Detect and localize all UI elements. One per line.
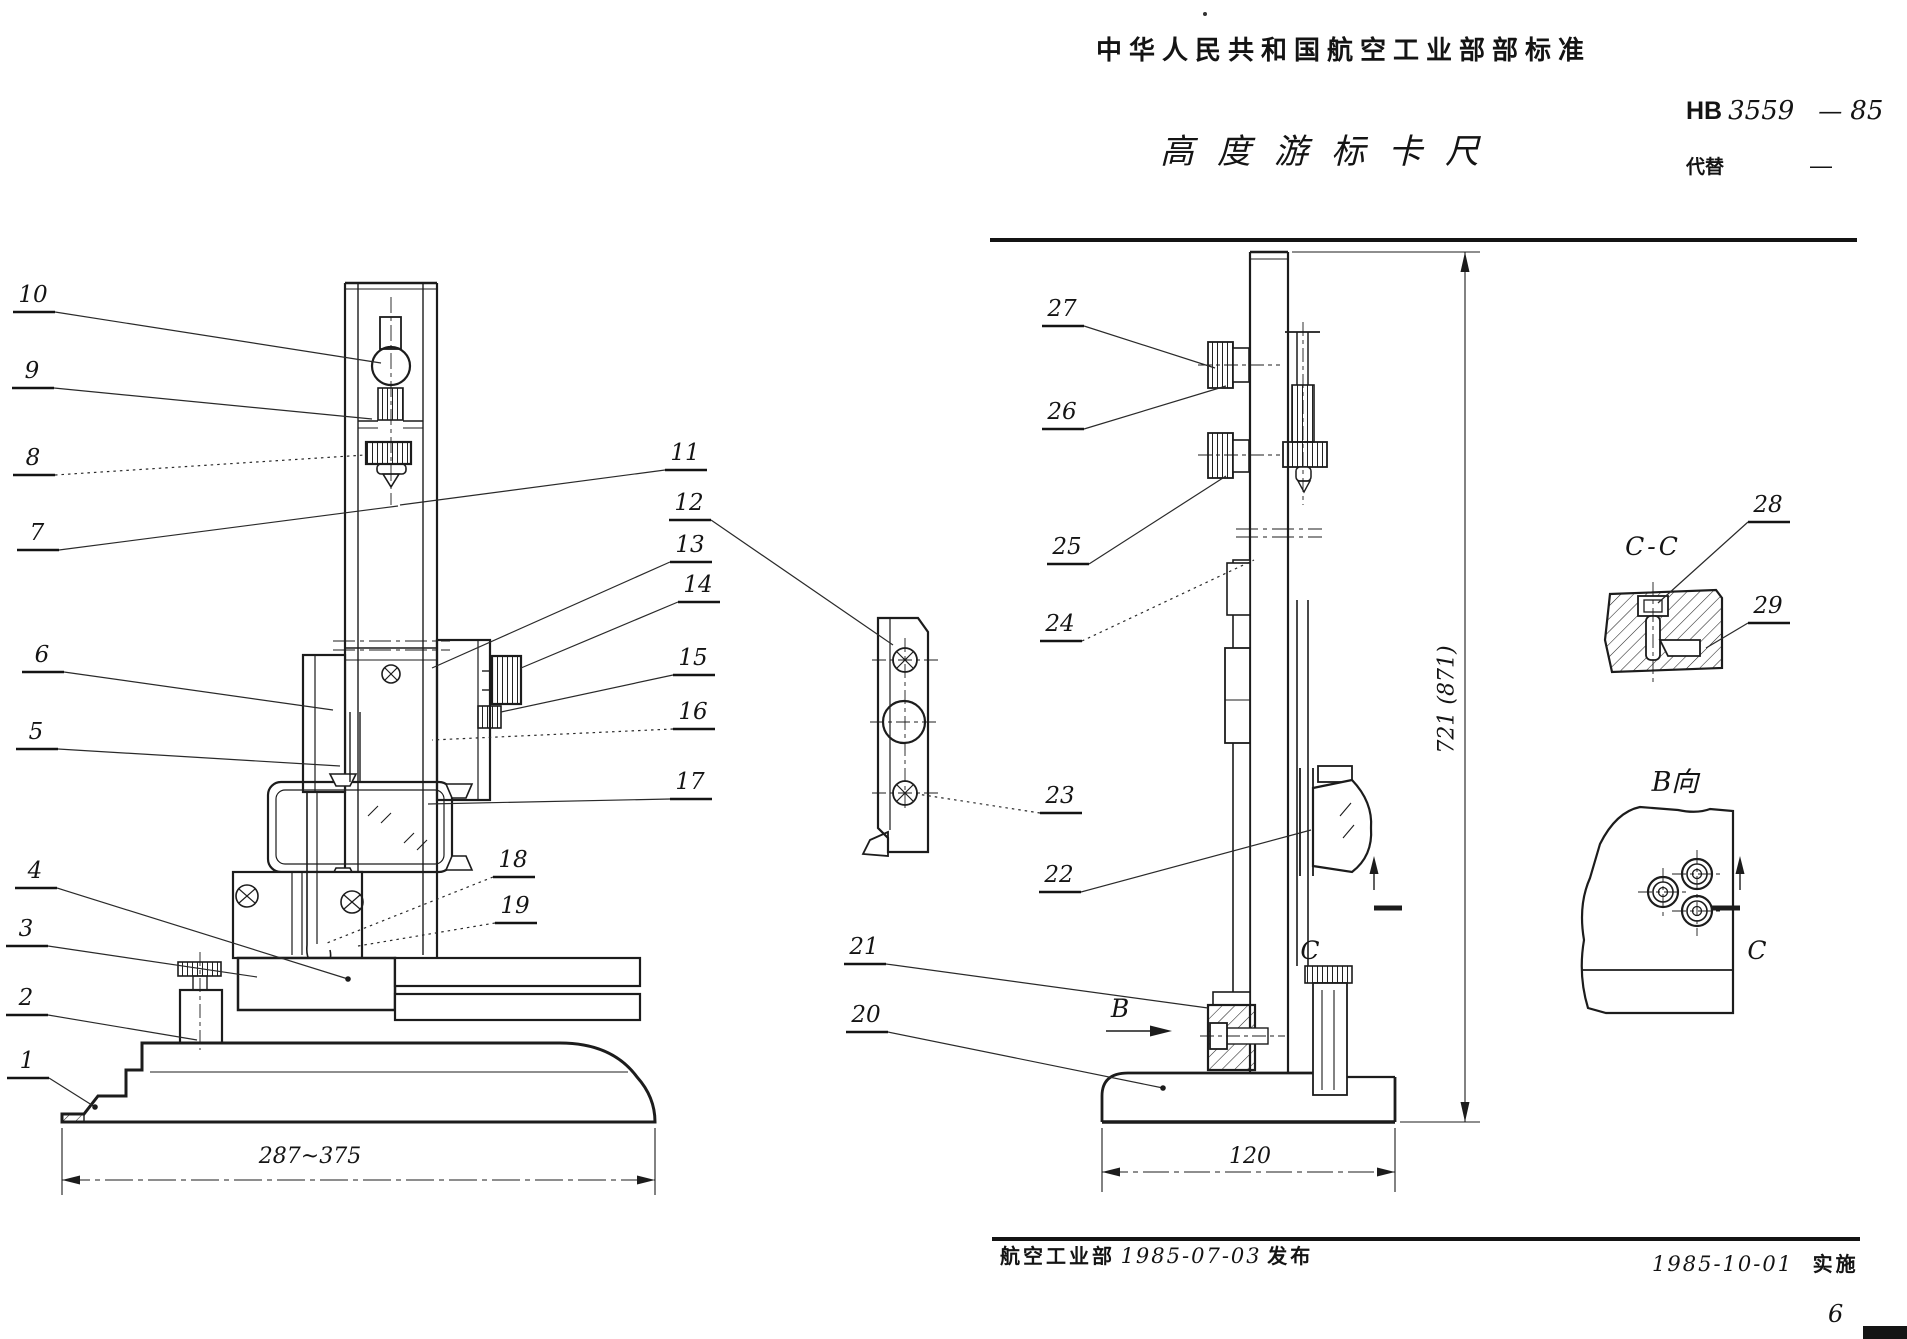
front-view-drawing — [60, 281, 657, 1195]
dimension-label-base-width: 287~375 — [258, 1144, 362, 1169]
replaces-value: — — [1810, 153, 1833, 178]
callout-leader-24 — [1040, 559, 1255, 643]
view-b-label: B向 — [1651, 767, 1699, 798]
callout-leader-25 — [1047, 475, 1227, 566]
scan-edge-mark — [1863, 1326, 1907, 1339]
callout-leader-20 — [846, 1030, 1166, 1091]
vernier-plate-part — [861, 616, 940, 857]
scan-speck — [1203, 12, 1207, 16]
fine-adjust-screw-side — [1282, 322, 1328, 505]
callout-leader-23 — [916, 793, 1082, 815]
callout-leader-12 — [669, 518, 894, 646]
beam-foot-clamp — [1200, 991, 1285, 1072]
callout-leader-22 — [1039, 829, 1312, 894]
standard-code-year: 85 — [1850, 96, 1884, 126]
callout-leader-4 — [15, 886, 351, 982]
standard-code-dash: — — [1818, 97, 1843, 125]
cut-c-right-label: C — [1747, 936, 1767, 965]
depth-bracket — [1304, 965, 1353, 1096]
b-direction-arrow — [1106, 1025, 1172, 1037]
callout-leader-2 — [6, 1013, 198, 1041]
page-number: 6 — [1828, 1300, 1844, 1328]
dimension-120 — [1101, 1128, 1396, 1192]
footer-issuer: 航空工业部 — [1000, 1246, 1115, 1268]
callout-leader-10 — [13, 310, 382, 364]
b-arrow-label: B — [1110, 994, 1130, 1023]
callout-leader-7 — [17, 505, 399, 552]
view-b-detail — [1369, 805, 1745, 1015]
slider-assembly — [301, 638, 523, 802]
footer-issue-date: 1985-07-03 — [1120, 1244, 1262, 1268]
side-view-drawing — [1100, 250, 1480, 1192]
standard-code-number: 3559 — [1728, 96, 1795, 126]
dimension-label-side-base: 120 — [1229, 1144, 1271, 1169]
footer-rule — [992, 1237, 1860, 1241]
wedge-part — [1658, 639, 1701, 657]
callout-leader-27 — [1042, 324, 1216, 369]
callout-leader-21 — [844, 962, 1209, 1009]
callout-leader-15 — [500, 673, 715, 713]
page-title: 高度游标卡尺 — [1160, 132, 1502, 172]
footer-publish: 航空工业部 1985-07-03 发布 — [1000, 1240, 1313, 1269]
screw-icon — [340, 890, 364, 914]
standard-code-prefix: HB — [1686, 97, 1723, 125]
dimension-721-871 — [1292, 251, 1480, 1123]
vernier-frame — [266, 712, 474, 881]
callout-leader-26 — [1042, 385, 1227, 431]
clamp-knob — [490, 654, 523, 706]
section-cc-label: C-C — [1625, 532, 1681, 561]
callout-leader-3 — [6, 944, 258, 978]
callout-leader-5 — [16, 747, 341, 767]
callout-leader-1 — [7, 1076, 98, 1110]
cut-plane-marks — [1369, 856, 1745, 911]
footer-impl-date: 1985-10-01 — [1652, 1252, 1794, 1276]
dimension-287-375 — [61, 1128, 656, 1195]
dimension-label-height: 721 (871) — [1434, 645, 1460, 754]
callout-leader-11 — [399, 468, 707, 506]
section-cc-detail — [1603, 582, 1724, 686]
cut-c-left-label: C — [1300, 936, 1320, 965]
scriber-clamp — [1299, 765, 1373, 876]
callout-leader-9 — [12, 386, 373, 420]
callout-leader-14 — [520, 600, 720, 669]
callout-leader-13 — [431, 560, 712, 669]
adjust-nut — [477, 705, 502, 729]
socket-screws — [1646, 857, 1714, 928]
side-base — [1100, 1071, 1397, 1124]
footer-impl-word: 实施 — [1812, 1254, 1859, 1276]
callout-leader-8 — [13, 454, 366, 477]
footer-implement: 1985-10-01 实施 — [1652, 1248, 1859, 1277]
callout-leader-6 — [22, 670, 334, 711]
ministry-standard-heading: 中华人民共和国航空工业部部标准 — [1096, 35, 1592, 65]
locking-knobs — [1198, 341, 1280, 479]
header-rule — [990, 238, 1857, 242]
slider-lower-body — [231, 792, 642, 1022]
replaces-label: 代替 — [1686, 157, 1725, 178]
callout-leader-29 — [1705, 621, 1790, 649]
replaces-row: 代替 — — [1686, 152, 1832, 179]
callout-leader-16 — [431, 727, 715, 741]
fine-adjust-knob — [358, 297, 423, 505]
callout-leader-19 — [357, 921, 537, 947]
front-base — [60, 1041, 657, 1124]
screw-icon — [235, 884, 259, 908]
leader-lines-layer — [6, 310, 1790, 1110]
callout-leader-18 — [326, 875, 535, 944]
callout-leader-17 — [427, 797, 712, 805]
callout-leader-28 — [1657, 520, 1790, 604]
footer-issue-word: 发布 — [1267, 1246, 1314, 1268]
